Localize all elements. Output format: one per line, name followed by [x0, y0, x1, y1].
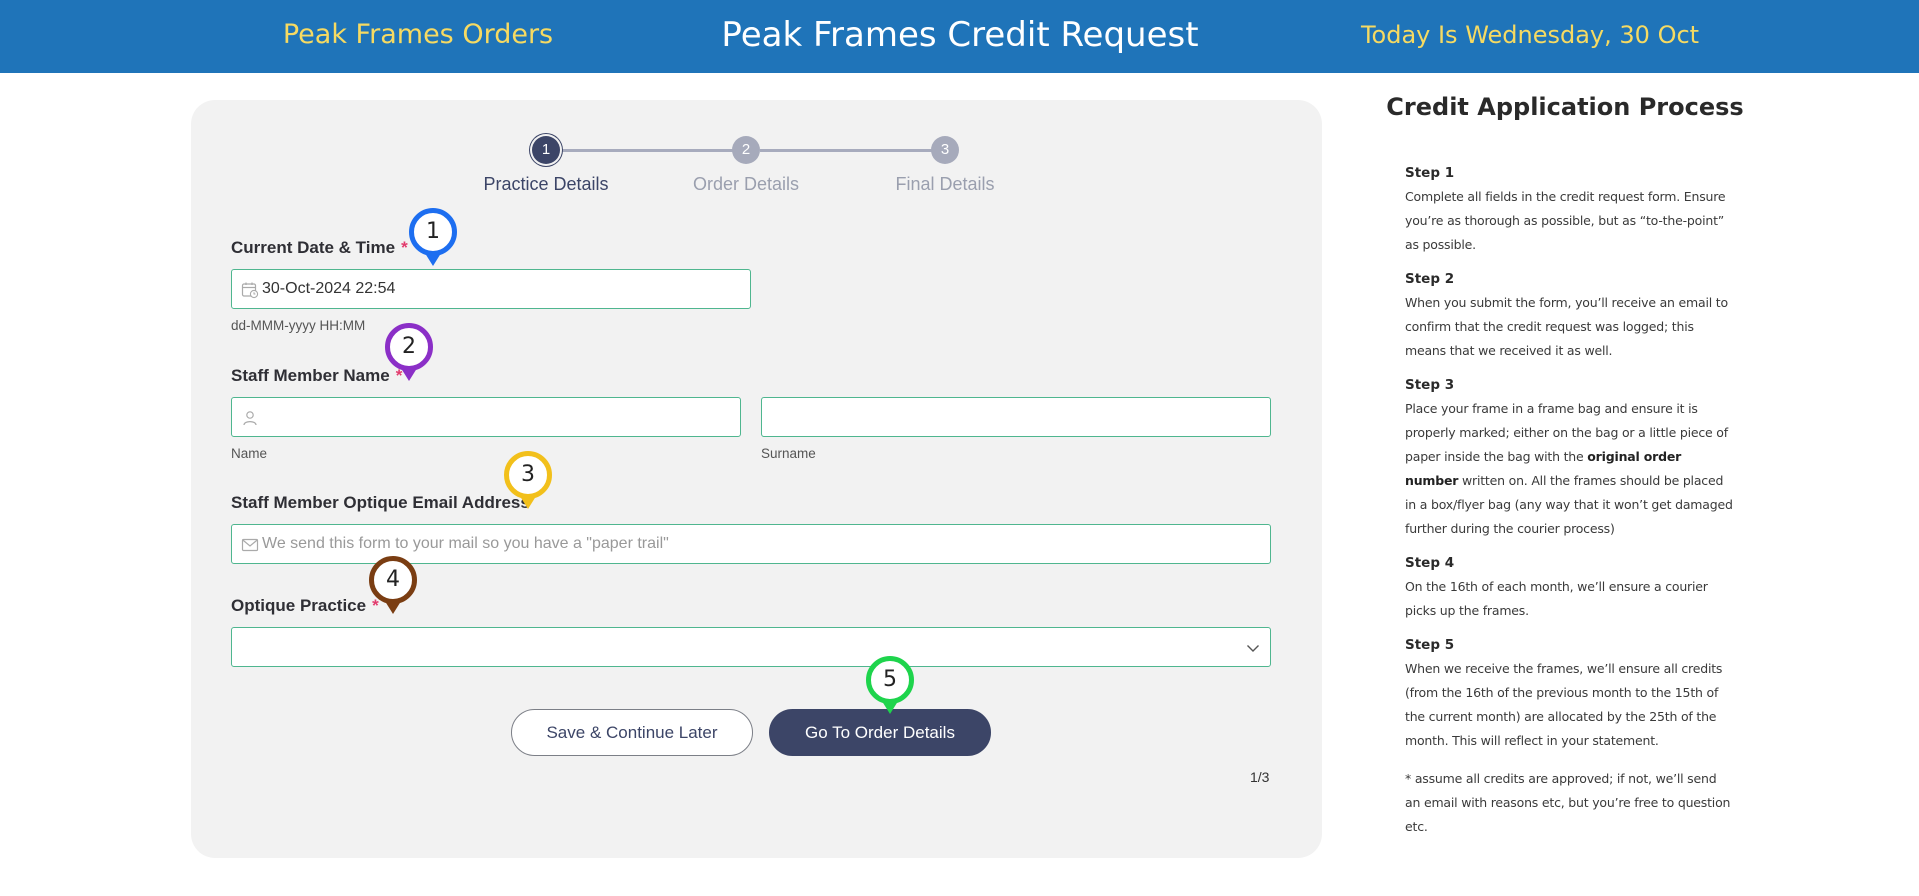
- form-card: [191, 100, 1322, 858]
- chevron-down-icon: [1244, 639, 1262, 657]
- step-text: Complete all fields in the credit reques…: [1405, 189, 1726, 252]
- order-number-emphasis: original order number: [1405, 449, 1682, 488]
- step-text: Place your frame in a frame bag and ensu…: [1405, 397, 1735, 541]
- staff-name-label-text: Staff Member Name: [231, 366, 390, 385]
- step-heading: Step 3: [1405, 377, 1455, 393]
- page-indicator: 1/3: [1250, 769, 1270, 785]
- user-icon: [241, 409, 259, 427]
- marker-5: 5: [866, 656, 914, 718]
- datetime-label: Current Date & Time *: [231, 238, 408, 258]
- datetime-field[interactable]: 30-Oct-2024 22:54: [231, 269, 751, 309]
- surname-hint: Surname: [761, 446, 816, 461]
- stepper-line-1: [546, 149, 746, 152]
- step-heading: Step 1: [1405, 165, 1455, 181]
- name-hint: Name: [231, 446, 268, 461]
- step-heading: Step 5: [1405, 637, 1455, 653]
- email-placeholder: We send this form to your mail so you ha…: [262, 535, 669, 552]
- process-title: Credit Application Process: [1386, 93, 1744, 121]
- datetime-value: 30-Oct-2024 22:54: [262, 280, 396, 297]
- step-text-part: written on. All the frames should be pla…: [1405, 473, 1733, 536]
- go-to-order-details-button[interactable]: Go To Order Details: [769, 709, 991, 756]
- mail-icon: [241, 536, 259, 554]
- marker-3-number: 3: [504, 451, 552, 499]
- stepper-line-2: [760, 149, 945, 152]
- orders-link[interactable]: Peak Frames Orders: [282, 19, 554, 50]
- practice-label-text: Optique Practice: [231, 596, 367, 615]
- datetime-format-hint: dd-MMM-yyyy HH:MM: [231, 318, 366, 333]
- step-heading: Step 4: [1405, 555, 1455, 571]
- staff-name-input[interactable]: [231, 397, 741, 437]
- marker-1-number: 1: [409, 208, 457, 256]
- process-steps: Step 1 Complete all fields in the credit…: [1405, 165, 1735, 853]
- step-text: When you submit the form, you’ll receive…: [1405, 295, 1728, 358]
- step-1-indicator[interactable]: 1: [532, 136, 560, 164]
- email-label: Staff Member Optique Email Address: [231, 493, 530, 512]
- staff-surname-input[interactable]: [761, 397, 1271, 437]
- approval-note: * assume all credits are approved; if no…: [1405, 771, 1731, 834]
- step-text: On the 16th of each month, we’ll ensure …: [1405, 579, 1708, 618]
- step-text: When we receive the frames, we’ll ensure…: [1405, 661, 1723, 748]
- step-2-label[interactable]: Order Details: [692, 174, 800, 194]
- required-asterisk: *: [372, 596, 379, 615]
- marker-2-number: 2: [385, 323, 433, 371]
- calendar-clock-icon: [241, 281, 259, 299]
- marker-4-number: 4: [369, 556, 417, 604]
- step-heading: Step 2: [1405, 271, 1455, 287]
- save-continue-later-button[interactable]: Save & Continue Later: [511, 709, 753, 756]
- step-2-indicator[interactable]: 2: [732, 136, 760, 164]
- marker-4: 4: [369, 556, 417, 618]
- marker-1: 1: [409, 208, 457, 270]
- page-title: Peak Frames Credit Request: [721, 15, 1199, 55]
- step-3-indicator[interactable]: 3: [931, 136, 959, 164]
- marker-2: 2: [385, 323, 433, 385]
- step-text-part: Place your frame in a frame bag and ensu…: [1405, 401, 1728, 464]
- step-3-label[interactable]: Final Details: [895, 174, 995, 194]
- step-1-label[interactable]: Practice Details: [483, 174, 609, 194]
- marker-3: 3: [504, 451, 552, 513]
- datetime-label-text: Current Date & Time: [231, 238, 396, 257]
- top-bar: Peak Frames Orders Peak Frames Credit Re…: [0, 0, 1919, 73]
- email-input[interactable]: We send this form to your mail so you ha…: [231, 524, 1271, 564]
- required-asterisk: *: [401, 238, 408, 257]
- practice-select[interactable]: [231, 627, 1271, 667]
- practice-label: Optique Practice *: [231, 596, 379, 616]
- today-date: Today Is Wednesday, 30 Oct: [1360, 21, 1700, 49]
- staff-name-label: Staff Member Name*: [231, 366, 402, 386]
- marker-5-number: 5: [866, 656, 914, 704]
